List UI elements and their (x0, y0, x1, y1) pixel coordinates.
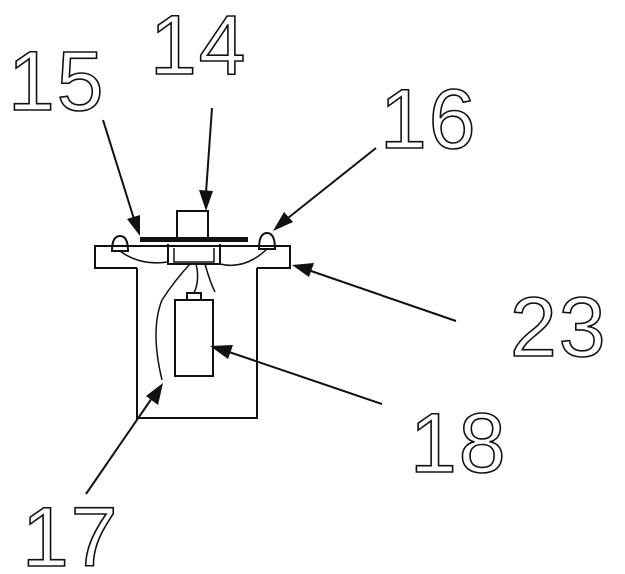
label-18: 18 (410, 396, 507, 490)
label-14: 14 (150, 0, 247, 92)
label-23: 23 (510, 280, 607, 374)
mounting-plate (140, 237, 248, 242)
arrow-16 (273, 147, 377, 231)
wires (119, 248, 268, 381)
label-16: 16 (380, 72, 477, 166)
knob-right (257, 231, 277, 250)
label-17: 17 (22, 490, 119, 574)
rim-flange (94, 245, 291, 269)
arrow-17 (85, 383, 163, 495)
arrow-14 (199, 107, 213, 211)
motor-box (167, 210, 221, 265)
arrow-23 (292, 263, 457, 322)
knob-left (110, 234, 130, 252)
arrow-18 (210, 345, 383, 405)
arrow-15 (102, 119, 140, 236)
label-15: 15 (8, 34, 105, 128)
container-body (136, 268, 258, 419)
battery (174, 292, 214, 377)
